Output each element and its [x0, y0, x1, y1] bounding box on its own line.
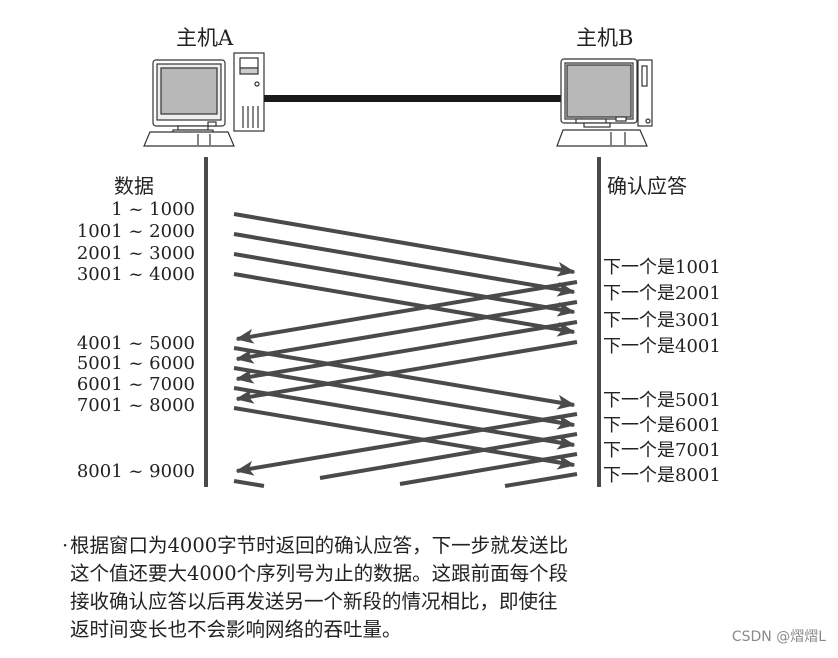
ack-label: 下一个是2001	[603, 283, 721, 304]
segment-label: 2001 ~ 3000	[76, 243, 195, 264]
segment-label: 1 ~ 1000	[111, 199, 195, 220]
ack-label: 下一个是3001	[603, 310, 721, 331]
ack-label: 下一个是4001	[603, 336, 721, 357]
description-line: 这个值还要大4000个序列号为止的数据。这跟前面每个段	[70, 562, 569, 585]
ack-label: 下一个是1001	[603, 257, 721, 278]
description: · 根据窗口为4000字节时返回的确认应答，下一步就发送比 这个值还要大4000…	[62, 532, 710, 644]
watermark: CSDN @熠熠L	[731, 629, 826, 645]
segment-label: 3001 ~ 4000	[76, 264, 195, 285]
ack-column-title: 确认应答	[607, 174, 687, 198]
segment-label: 5001 ~ 6000	[76, 353, 195, 374]
host-a-timeline	[204, 157, 208, 487]
description-line: 返时间变长也不会影响网络的吞吐量。	[70, 618, 402, 641]
segment-label: 6001 ~ 7000	[76, 374, 195, 395]
network-cable	[264, 95, 562, 102]
ack-label: 下一个是7001	[603, 440, 721, 461]
bullet: ·	[62, 534, 69, 557]
ack-label: 下一个是5001	[603, 390, 721, 411]
segment-arrows	[233, 212, 578, 488]
host-b-timeline	[597, 157, 601, 487]
segment-label: 7001 ~ 8000	[76, 395, 195, 416]
description-line: 接收确认应答以后再发送另一个新段的情况相比，即使往	[70, 590, 558, 613]
segment-label: 1001 ~ 2000	[76, 221, 195, 242]
host-b-label: 主机B	[576, 26, 634, 50]
data-column-title: 数据	[114, 174, 154, 198]
description-line: 根据窗口为4000字节时返回的确认应答，下一步就发送比	[70, 534, 569, 557]
host-a-label: 主机A	[176, 26, 234, 50]
host-b-computer-icon	[556, 58, 653, 147]
ack-label: 下一个是6001	[603, 415, 721, 436]
ack-label: 下一个是8001	[603, 465, 721, 486]
segment-label: 4001 ~ 5000	[76, 333, 195, 354]
segment-label: 8001 ~ 9000	[76, 461, 195, 482]
host-a-computer-icon	[143, 52, 265, 147]
